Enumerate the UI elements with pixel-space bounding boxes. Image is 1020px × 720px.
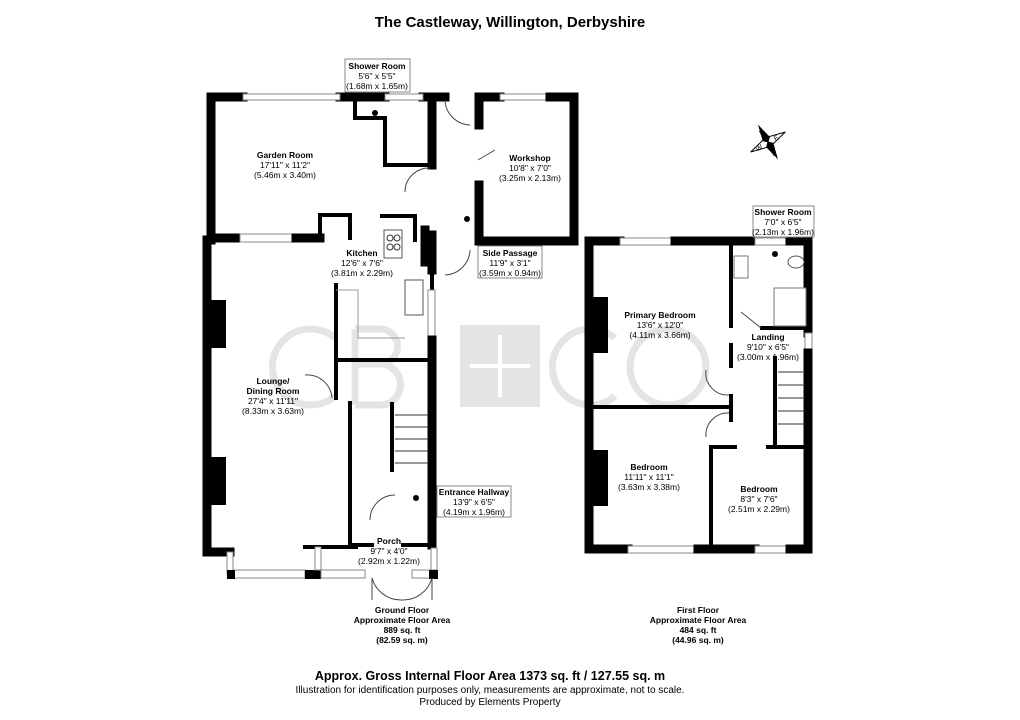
svg-text:13'6" x 12'0": 13'6" x 12'0" xyxy=(637,320,684,330)
svg-text:Shower Room: Shower Room xyxy=(754,207,812,217)
svg-text:(4.19m x 1.96m): (4.19m x 1.96m) xyxy=(443,507,505,517)
svg-text:Bedroom: Bedroom xyxy=(630,462,668,472)
svg-text:889 sq. ft: 889 sq. ft xyxy=(384,625,421,635)
svg-text:10'8" x 7'0": 10'8" x 7'0" xyxy=(509,163,551,173)
svg-text:9'7" x 4'0": 9'7" x 4'0" xyxy=(370,546,407,556)
room-label-entrance-hallway: Entrance Hallway 13'9" x 6'5" (4.19m x 1… xyxy=(436,485,512,518)
svg-text:(4.11m x 3.66m): (4.11m x 3.66m) xyxy=(629,330,690,340)
ground-floor-walls xyxy=(202,92,579,601)
svg-text:7'0" x 6'5": 7'0" x 6'5" xyxy=(764,217,801,227)
svg-text:Shower Room: Shower Room xyxy=(348,61,406,71)
svg-text:11'11" x 11'1": 11'11" x 11'1" xyxy=(624,472,673,482)
room-label-primary-bedroom: Primary Bedroom 13'6" x 12'0" (4.11m x 3… xyxy=(624,310,696,340)
svg-text:8'3" x 7'6": 8'3" x 7'6" xyxy=(740,494,777,504)
compass-s: S xyxy=(770,150,778,159)
svg-text:Ground Floor: Ground Floor xyxy=(375,605,430,615)
svg-text:Dining Room: Dining Room xyxy=(247,386,300,396)
svg-text:5'6" x 5'5": 5'6" x 5'5" xyxy=(358,71,395,81)
plan-title: The Castleway, Willington, Derbyshire xyxy=(375,14,645,31)
svg-text:First Floor: First Floor xyxy=(677,605,720,615)
compass-e: E xyxy=(773,134,781,143)
svg-text:Workshop: Workshop xyxy=(509,153,550,163)
svg-text:9'10" x 6'5": 9'10" x 6'5" xyxy=(747,342,789,352)
svg-text:(1.68m x 1.65m): (1.68m x 1.65m) xyxy=(346,81,408,91)
svg-text:Approximate Floor Area: Approximate Floor Area xyxy=(650,615,747,625)
compass-rose-icon: N E S W xyxy=(750,124,786,160)
room-label-porch: Porch 9'7" x 4'0" (2.92m x 1.22m) xyxy=(358,536,420,566)
svg-text:27'4" x 11'11": 27'4" x 11'11" xyxy=(248,396,298,406)
svg-text:(3.63m x 3.38m): (3.63m x 3.38m) xyxy=(618,482,680,492)
svg-text:Side Passage: Side Passage xyxy=(483,248,538,258)
svg-text:Primary Bedroom: Primary Bedroom xyxy=(624,310,696,320)
svg-text:(2.51m x 2.29m): (2.51m x 2.29m) xyxy=(728,504,790,514)
room-label-ff-shower-room: Shower Room 7'0" x 6'5" (2.13m x 1.96m) xyxy=(752,205,815,238)
compass-n: N xyxy=(758,129,766,138)
svg-text:(44.96 sq. m): (44.96 sq. m) xyxy=(672,635,724,645)
room-label-workshop: Workshop 10'8" x 7'0" (3.25m x 2.13m) xyxy=(499,153,561,183)
room-label-landing: Landing 9'10" x 6'5" (3.00m x 1.96m) xyxy=(737,332,799,362)
svg-text:Garden Room: Garden Room xyxy=(257,150,314,160)
svg-text:(2.92m x 1.22m): (2.92m x 1.22m) xyxy=(358,556,420,566)
svg-text:11'9" x 3'1": 11'9" x 3'1" xyxy=(489,258,530,268)
svg-text:Kitchen: Kitchen xyxy=(346,248,377,258)
room-label-gf-shower-room: Shower Room 5'6" x 5'5" (1.68m x 1.65m) xyxy=(344,58,411,93)
gross-floor-area: Approx. Gross Internal Floor Area 1373 s… xyxy=(315,669,665,683)
room-label-kitchen: Kitchen 12'6" x 7'6" (3.81m x 2.29m) xyxy=(331,248,393,278)
first-floor-walls xyxy=(584,236,813,554)
disclaimer: Illustration for identification purposes… xyxy=(296,685,685,696)
svg-text:(3.59m x 0.94m): (3.59m x 0.94m) xyxy=(479,268,541,278)
room-label-garden-room: Garden Room 17'11" x 11'2" (5.46m x 3.40… xyxy=(254,150,316,180)
svg-text:Porch: Porch xyxy=(377,536,401,546)
svg-text:Approximate Floor Area: Approximate Floor Area xyxy=(354,615,451,625)
svg-text:484 sq. ft: 484 sq. ft xyxy=(680,625,717,635)
svg-text:(5.46m x 3.40m): (5.46m x 3.40m) xyxy=(254,170,316,180)
svg-text:17'11" x 11'2": 17'11" x 11'2" xyxy=(260,160,310,170)
room-label-lounge-dining: Lounge/ Dining Room 27'4" x 11'11" (8.33… xyxy=(242,376,304,416)
room-label-bedroom-3: Bedroom 8'3" x 7'6" (2.51m x 2.29m) xyxy=(728,484,790,514)
svg-text:Lounge/: Lounge/ xyxy=(256,376,290,386)
room-label-side-passage: Side Passage 11'9" x 3'1" (3.59m x 0.94m… xyxy=(477,245,543,279)
svg-text:13'9" x 6'5": 13'9" x 6'5" xyxy=(453,497,495,507)
room-label-bedroom-2: Bedroom 11'11" x 11'1" (3.63m x 3.38m) xyxy=(618,462,680,492)
svg-text:(3.25m x 2.13m): (3.25m x 2.13m) xyxy=(499,173,561,183)
first-floor-area: First Floor Approximate Floor Area 484 s… xyxy=(650,605,747,645)
svg-text:(3.00m x 1.96m): (3.00m x 1.96m) xyxy=(737,352,799,362)
svg-text:(2.13m x 1.96m): (2.13m x 1.96m) xyxy=(752,227,814,237)
ground-floor-area: Ground Floor Approximate Floor Area 889 … xyxy=(354,605,451,645)
svg-text:Entrance Hallway: Entrance Hallway xyxy=(439,487,510,497)
svg-text:Landing: Landing xyxy=(751,332,784,342)
credit: Produced by Elements Property xyxy=(419,697,560,708)
svg-text:(82.59 sq. m): (82.59 sq. m) xyxy=(376,635,428,645)
svg-text:(3.81m x 2.29m): (3.81m x 2.29m) xyxy=(331,268,393,278)
svg-text:12'6" x 7'6": 12'6" x 7'6" xyxy=(341,258,383,268)
svg-text:Bedroom: Bedroom xyxy=(740,484,778,494)
svg-text:(8.33m x 3.63m): (8.33m x 3.63m) xyxy=(242,406,304,416)
compass-w: W xyxy=(755,144,765,154)
